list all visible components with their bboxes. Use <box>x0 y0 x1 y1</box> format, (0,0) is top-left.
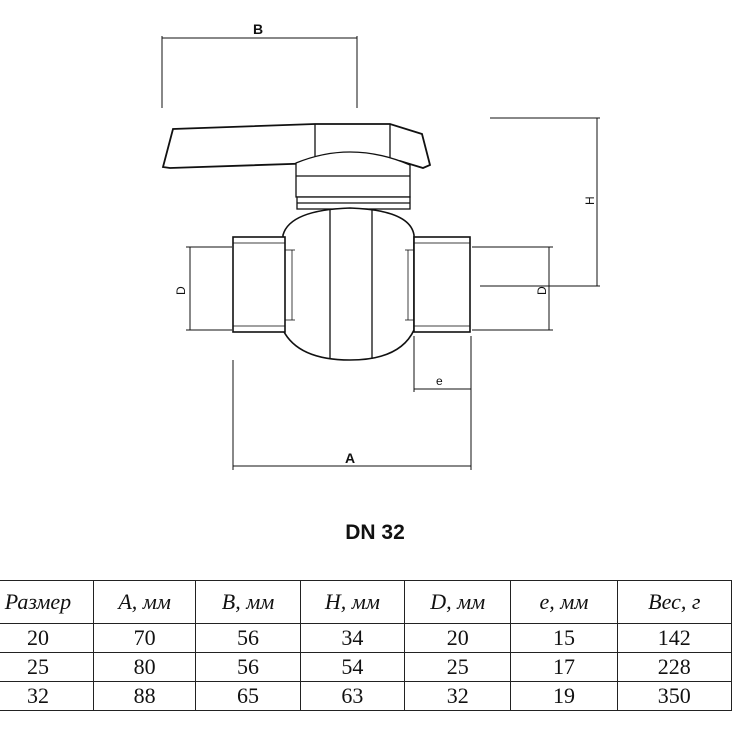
label-D-right: D <box>535 286 549 295</box>
header-d: D, мм <box>404 580 512 624</box>
valve-drawing: B H D D e A <box>161 21 600 470</box>
table-cell: 34 <box>299 623 406 653</box>
dimension-D-right <box>472 246 553 331</box>
table-row: 25 80 56 54 25 17 228 <box>0 652 733 682</box>
table-cell: 350 <box>616 681 733 711</box>
table-cell: 25 <box>404 652 512 682</box>
header-weight: Вес, г <box>616 580 733 624</box>
table-cell: 142 <box>616 623 733 653</box>
dimension-D-left <box>186 246 232 331</box>
table-cell: 20 <box>0 623 94 653</box>
dimension-H <box>480 117 600 287</box>
label-e: e <box>436 374 443 388</box>
header-size: Размер <box>0 580 94 624</box>
valve-stem-cap <box>295 151 411 198</box>
table-cell: 70 <box>92 623 197 653</box>
table-cell: 19 <box>510 681 618 711</box>
spec-table: Размер A, мм B, мм H, мм D, мм e, мм Вес… <box>0 580 733 711</box>
table-cell: 54 <box>299 652 406 682</box>
table-cell: 15 <box>510 623 618 653</box>
label-D-left: D <box>174 286 188 295</box>
table-cell: 56 <box>195 623 301 653</box>
table-row: 32 88 65 63 32 19 350 <box>0 681 733 711</box>
dimension-B <box>161 36 358 108</box>
dimension-e <box>413 336 472 470</box>
table-cell: 32 <box>0 681 94 711</box>
table-cell: 32 <box>404 681 512 711</box>
table-cell: 56 <box>195 652 301 682</box>
table-header-row: Размер A, мм B, мм H, мм D, мм e, мм Вес… <box>0 580 733 624</box>
label-H: H <box>583 196 597 205</box>
valve-left-socket <box>232 236 286 333</box>
table-cell: 80 <box>92 652 197 682</box>
dimension-A <box>232 360 471 470</box>
label-A: A <box>345 450 355 466</box>
table-row: 20 70 56 34 20 15 142 <box>0 623 733 653</box>
header-e: e, мм <box>510 580 618 624</box>
header-b: B, мм <box>195 580 301 624</box>
table-cell: 228 <box>616 652 733 682</box>
table-cell: 63 <box>299 681 406 711</box>
header-h: H, мм <box>299 580 406 624</box>
table-cell: 65 <box>195 681 301 711</box>
table-cell: 20 <box>404 623 512 653</box>
valve-right-socket <box>413 236 471 333</box>
header-a: A, мм <box>92 580 197 624</box>
label-B: B <box>253 21 263 37</box>
table-cell: 88 <box>92 681 197 711</box>
table-cell: 17 <box>510 652 618 682</box>
table-cell: 25 <box>0 652 94 682</box>
valve-body <box>282 207 415 361</box>
model-caption: DN 32 <box>345 521 405 544</box>
